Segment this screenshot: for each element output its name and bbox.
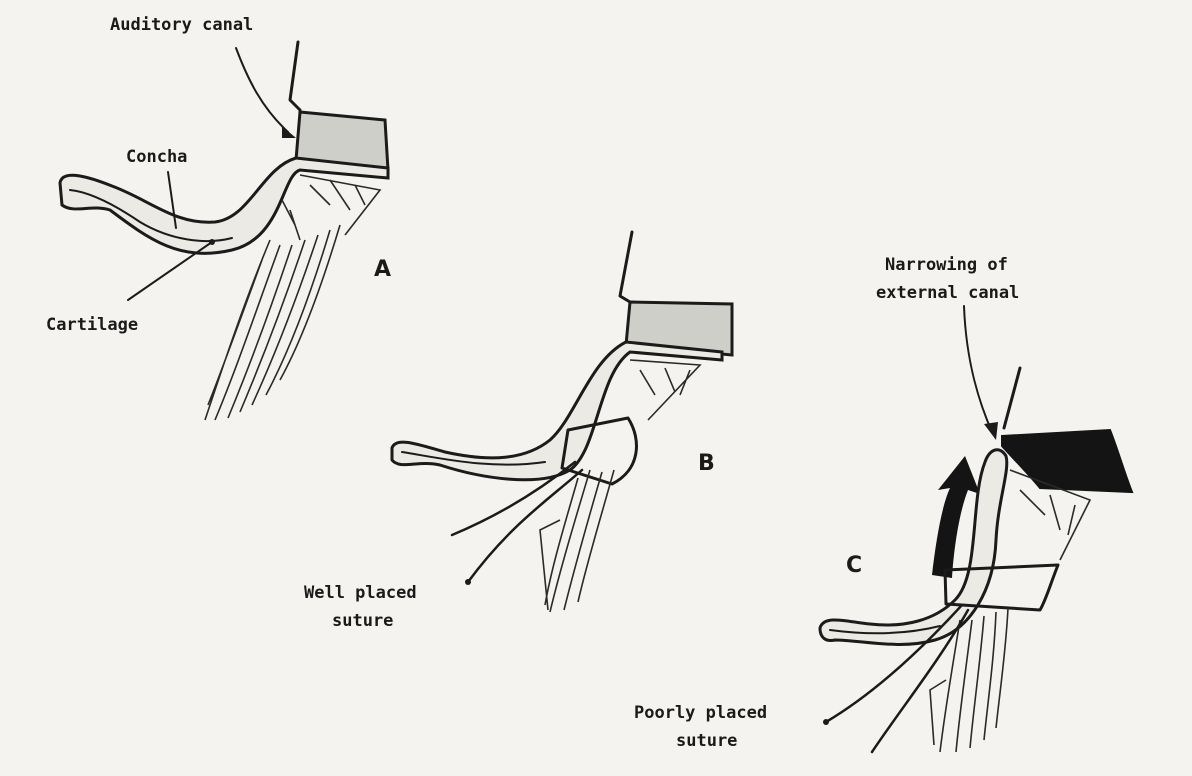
panel-c-drawing xyxy=(820,306,1132,752)
panel-b-drawing xyxy=(392,232,732,612)
panel-c-label: C xyxy=(846,553,862,578)
concha-label: Concha xyxy=(126,147,187,167)
auditory-canal-label: Auditory canal xyxy=(110,15,253,35)
concha-c xyxy=(820,450,1007,645)
narrowing-label-line2: external canal xyxy=(876,283,1019,303)
well-placed-suture-label-line1: Well placed xyxy=(304,583,417,603)
panel-a-drawing xyxy=(60,42,388,420)
panel-b-label: B xyxy=(698,451,715,476)
panel-a-label: A xyxy=(374,257,391,282)
poorly-placed-suture-label-line2: suture xyxy=(676,731,737,751)
well-placed-suture-label-line2: suture xyxy=(332,611,393,631)
cartilage-label: Cartilage xyxy=(46,315,138,335)
narrowed-canal-c xyxy=(1002,430,1132,492)
narrowing-label-line1: Narrowing of xyxy=(885,255,1008,275)
poorly-placed-suture-label-line1: Poorly placed xyxy=(634,703,767,723)
